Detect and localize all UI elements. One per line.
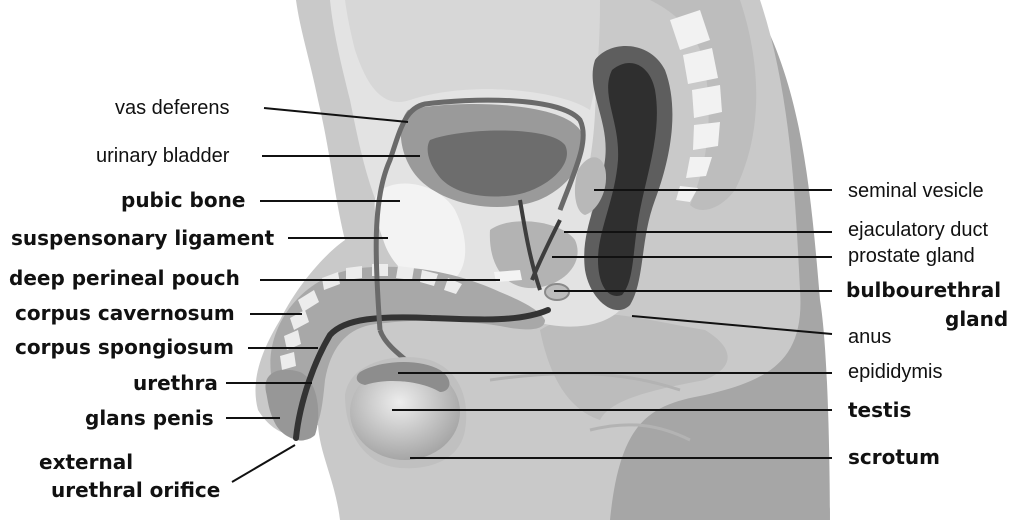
label-external-urethral-orifice-line1: external (39, 452, 133, 472)
label-bulbourethral-gland-line1: bulbourethral (846, 280, 1001, 300)
label-seminal-vesicle: seminal vesicle (848, 181, 984, 201)
label-deep-perineal-pouch: deep perineal pouch (9, 268, 240, 288)
leader-external-urethral-orifice (232, 445, 295, 482)
label-ejaculatory-duct: ejaculatory duct (848, 220, 988, 240)
label-testis: testis (848, 400, 911, 420)
label-corpus-cavernosum: corpus cavernosum (15, 303, 235, 323)
label-vas-deferens: vas deferens (115, 98, 230, 118)
label-scrotum: scrotum (848, 447, 940, 467)
label-pubic-bone: pubic bone (121, 190, 245, 210)
label-epididymis: epididymis (848, 362, 942, 382)
label-urinary-bladder: urinary bladder (96, 146, 229, 166)
label-urethra: urethra (133, 373, 218, 393)
label-corpus-spongiosum: corpus spongiosum (15, 337, 234, 357)
label-suspensonary-ligament: suspensonary ligament (11, 228, 274, 248)
label-prostate-gland: prostate gland (848, 246, 975, 266)
label-glans-penis: glans penis (85, 408, 214, 428)
label-bulbourethral-gland-line2: gland (945, 309, 1008, 329)
label-anus: anus (848, 327, 891, 347)
label-external-urethral-orifice-line2: urethral orifice (51, 480, 220, 500)
